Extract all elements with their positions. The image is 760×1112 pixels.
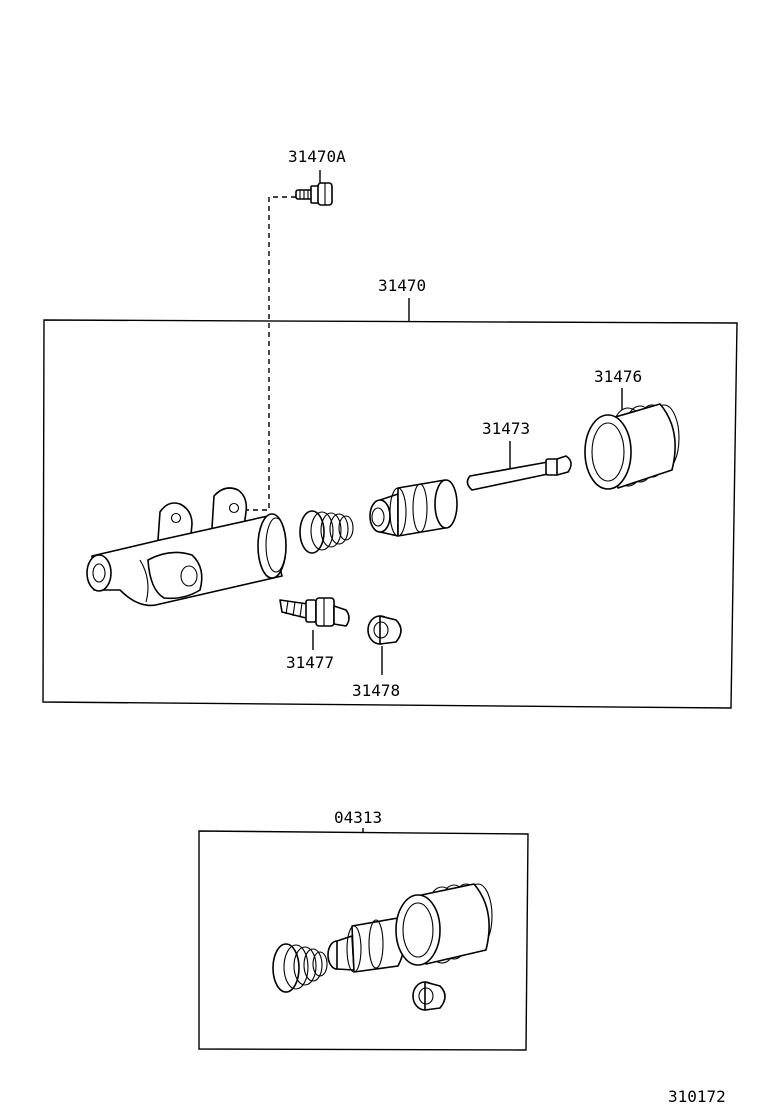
kit-boot <box>395 883 493 966</box>
slave-cylinder-body <box>86 487 287 607</box>
label-31476: 31476 <box>594 367 642 386</box>
kit-bleeder-cap <box>412 981 446 1011</box>
piston <box>369 479 458 537</box>
label-31477: 31477 <box>286 653 334 672</box>
push-rod-31473 <box>466 441 572 491</box>
repair-kit-frame <box>198 828 529 1051</box>
figure-number: 310172 <box>668 1087 726 1106</box>
spring <box>299 510 354 554</box>
label-31470a: 31470A <box>288 147 346 166</box>
boot-31476 <box>584 388 680 490</box>
bleeder-cap-31478 <box>367 615 402 675</box>
label-31470: 31470 <box>378 276 426 295</box>
kit-piston <box>327 917 405 973</box>
label-04313: 04313 <box>334 808 382 827</box>
bleeder-plug-31477 <box>279 597 350 650</box>
bolt-31470a <box>238 170 333 511</box>
label-31478: 31478 <box>352 681 400 700</box>
label-31473: 31473 <box>482 419 530 438</box>
kit-spring <box>272 943 328 993</box>
assembly-frame <box>42 298 738 709</box>
